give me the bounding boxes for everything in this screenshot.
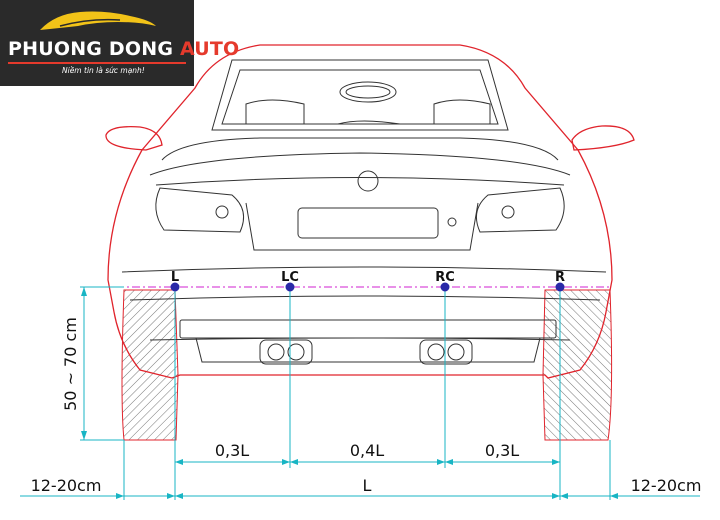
car-details — [121, 59, 607, 365]
offset-left-label: 12-20cm — [31, 476, 102, 495]
brand-logo: PHUONG DONG AUTO Niềm tin là sức mạnh! — [0, 0, 239, 86]
dimension-arrows — [81, 287, 618, 499]
spacing-left-label: 0,3L — [215, 441, 249, 460]
brand-slogan: Niềm tin là sức mạnh! — [62, 66, 145, 75]
sensor-r-marker — [555, 282, 565, 292]
sensor-rc-marker — [440, 282, 450, 292]
car-logo-icon — [40, 11, 156, 30]
brand-name-part1: PHUONG DONG — [8, 38, 180, 60]
dimension-lines — [20, 286, 700, 500]
brand-name: PHUONG DONG AUTO — [8, 38, 239, 60]
left-tire — [121, 289, 179, 441]
brand-underline — [8, 62, 186, 64]
sensor-markers — [170, 282, 565, 292]
car-body — [105, 44, 635, 379]
sensor-label-l: L — [171, 270, 179, 285]
spacing-middle-label: 0,4L — [350, 441, 384, 460]
spacing-right-label: 0,3L — [485, 441, 519, 460]
sensor-l-marker — [170, 282, 180, 292]
right-tire — [542, 289, 613, 441]
sensor-label-rc: RC — [435, 270, 455, 285]
brand-name-part2: AUTO — [179, 38, 240, 60]
total-width-label: L — [363, 476, 372, 495]
sensor-lc-marker — [285, 282, 295, 292]
sensor-label-lc: LC — [281, 270, 299, 285]
sensor-label-r: R — [555, 270, 565, 285]
offset-right-label: 12-20cm — [631, 476, 702, 495]
height-label: 50 ~ 70 cm — [61, 317, 80, 411]
